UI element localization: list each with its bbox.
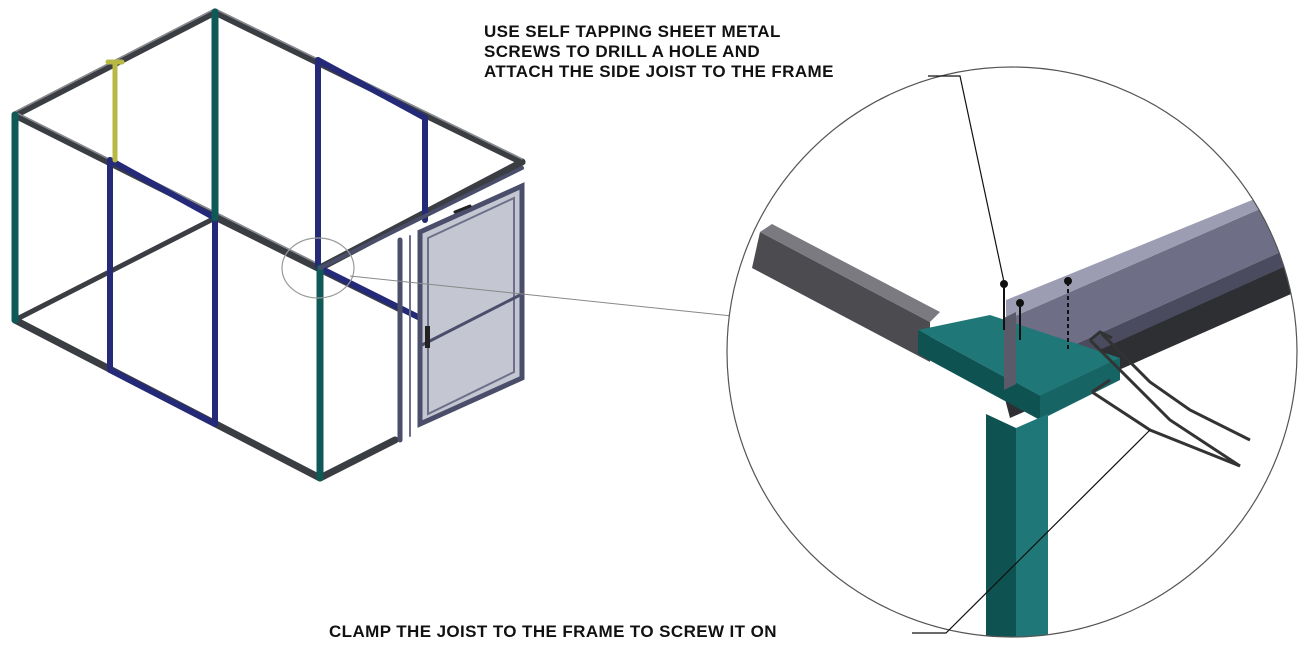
clamp-callout: CLAMP THE JOIST TO THE FRAME TO SCREW IT… [329,622,777,641]
door-mid-rail [418,292,524,348]
door-assembly [318,166,525,443]
door-glass-panel [417,182,525,428]
side-joist [1006,208,1285,370]
door-closer [453,204,472,214]
navy-members [107,57,428,427]
middle-rail-members [12,215,403,323]
screws-leader-line [928,75,1005,283]
left-beam-top [760,224,940,322]
left-beam [752,232,930,362]
vertical-post-right [1016,414,1048,637]
teal-posts [11,8,324,482]
detail-marker-circle [281,237,355,299]
side-joist-top [1006,196,1262,320]
clamp-leader-line [912,429,1151,634]
detail-view [727,67,1297,637]
detail-view-border [726,66,1298,638]
door-header [318,166,524,270]
joist-angle [1004,312,1016,390]
enclosure-frame [11,8,526,482]
corner-block-top [918,315,1120,396]
screws-callout-line-1: USE SELF TAPPING SHEET METAL [484,22,781,41]
door-inner-frame [427,196,515,416]
screws-callout-line-2: SCREWS TO DRILL A HOLE AND [484,42,761,61]
corner-block-front [918,330,1040,420]
door-handle [425,326,430,348]
screws-callout-line-3: ATTACH THE SIDE JOIST TO THE FRAME [484,62,834,81]
bottom-rail-members [11,316,399,482]
detail-leader-line [349,275,733,317]
vertical-post-left [986,414,1016,637]
screws-callout: USE SELF TAPPING SHEET METAL SCREWS TO D… [484,22,834,82]
corner-block-side [1040,358,1120,420]
yellow-member [105,59,125,163]
